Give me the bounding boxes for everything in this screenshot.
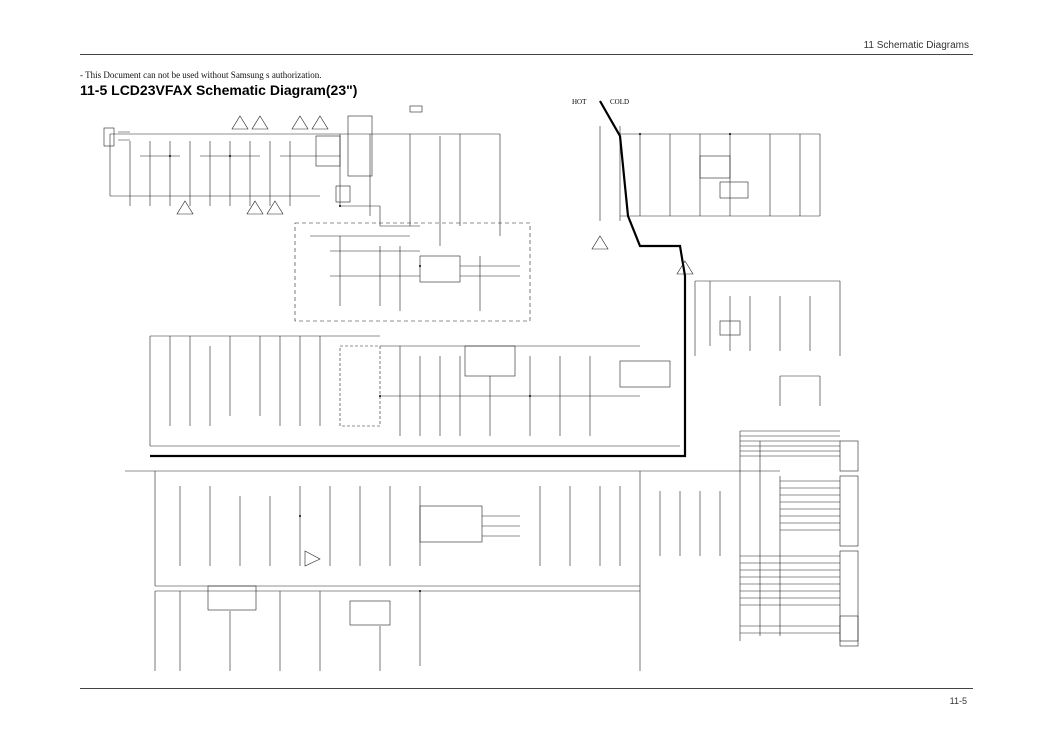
schematic-diagram: HOT COLD bbox=[103, 98, 859, 671]
footer-rule bbox=[80, 688, 973, 689]
authorization-notice: - This Document can not be used without … bbox=[80, 70, 322, 80]
cold-side-label: COLD bbox=[610, 98, 629, 106]
header-rule bbox=[80, 54, 973, 55]
section-header: 11 Schematic Diagrams bbox=[863, 40, 969, 51]
hot-side-label: HOT bbox=[572, 98, 587, 106]
page-number: 11-5 bbox=[949, 696, 967, 706]
page-title: 11-5 LCD23VFAX Schematic Diagram(23") bbox=[80, 82, 358, 98]
